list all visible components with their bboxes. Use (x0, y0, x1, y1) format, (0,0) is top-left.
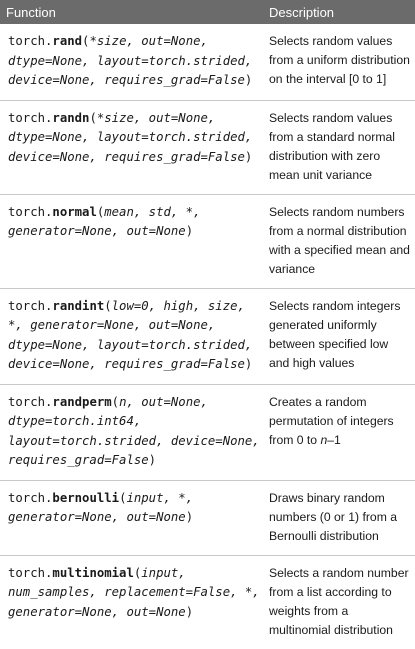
function-args: *size, out=None, dtype=None, layout=torc… (8, 34, 253, 87)
function-args: input, *, generator=None, out=None (8, 490, 194, 525)
function-name: rand (52, 34, 83, 48)
function-prefix: torch. (8, 565, 53, 580)
function-prefix: torch. (8, 34, 53, 48)
function-prefix: torch. (8, 204, 53, 219)
function-description: Selects random integers generated unifor… (265, 288, 415, 385)
function-prefix: torch. (8, 394, 53, 409)
function-description: Selects random values from a uniform dis… (265, 24, 415, 101)
table-row: torch.randn(*size, out=None, dtype=None,… (0, 100, 415, 195)
function-signature: torch.randperm(n, out=None, dtype=torch.… (0, 384, 265, 481)
table-row: torch.bernoulli(input, *, generator=None… (0, 480, 415, 556)
function-name: multinomial (52, 565, 134, 580)
table-row: torch.randperm(n, out=None, dtype=torch.… (0, 384, 415, 481)
function-description: Creates a random permutation of integers… (265, 384, 415, 481)
function-prefix: torch. (8, 110, 53, 125)
function-name: randint (52, 298, 105, 313)
table-row: torch.normal(mean, std, *, generator=Non… (0, 194, 415, 289)
function-args: low=0, high, size, *, generator=None, ou… (8, 298, 253, 372)
function-description: Selects random numbers from a normal dis… (265, 194, 415, 289)
function-prefix: torch. (8, 490, 53, 505)
function-args: n, out=None, dtype=torch.int64, layout=t… (8, 394, 260, 468)
function-args: *size, out=None, dtype=None, layout=torc… (8, 110, 253, 164)
description-text: Creates a random permutation of integers… (269, 394, 394, 447)
function-signature: torch.randn(*size, out=None, dtype=None,… (0, 100, 265, 195)
function-signature: torch.randint(low=0, high, size, *, gene… (0, 288, 265, 385)
function-signature: torch.normal(mean, std, *, generator=Non… (0, 194, 265, 289)
function-signature: torch.multinomial(input, num_samples, re… (8, 565, 260, 619)
function-name: normal (52, 204, 97, 219)
function-name: randperm (52, 394, 112, 409)
function-prefix: torch. (8, 298, 53, 313)
function-signature: torch.rand(*size, out=None, dtype=None, … (0, 24, 265, 101)
table-row: torch.randint(low=0, high, size, *, gene… (0, 288, 415, 385)
table-header-row: Function Description (0, 0, 415, 24)
function-description: Selects random values from a standard no… (265, 100, 415, 195)
function-name: randn (52, 110, 90, 125)
function-args: mean, std, *, generator=None, out=None (8, 204, 201, 239)
function-signature: torch.bernoulli(input, *, generator=None… (0, 480, 265, 556)
table-row: torch.multinomial(input, num_samples, re… (0, 555, 415, 649)
function-description: Draws binary random numbers (0 or 1) fro… (265, 480, 415, 556)
description-column-header: Description (265, 0, 415, 24)
function-name: bernoulli (52, 490, 120, 505)
function-column-header: Function (0, 0, 265, 24)
description-variable: n (320, 432, 328, 447)
description-text-suffix: –1 (327, 432, 341, 447)
function-description: Selects a random number from a list acco… (269, 565, 409, 637)
table-row: torch.rand(*size, out=None, dtype=None, … (0, 24, 415, 101)
